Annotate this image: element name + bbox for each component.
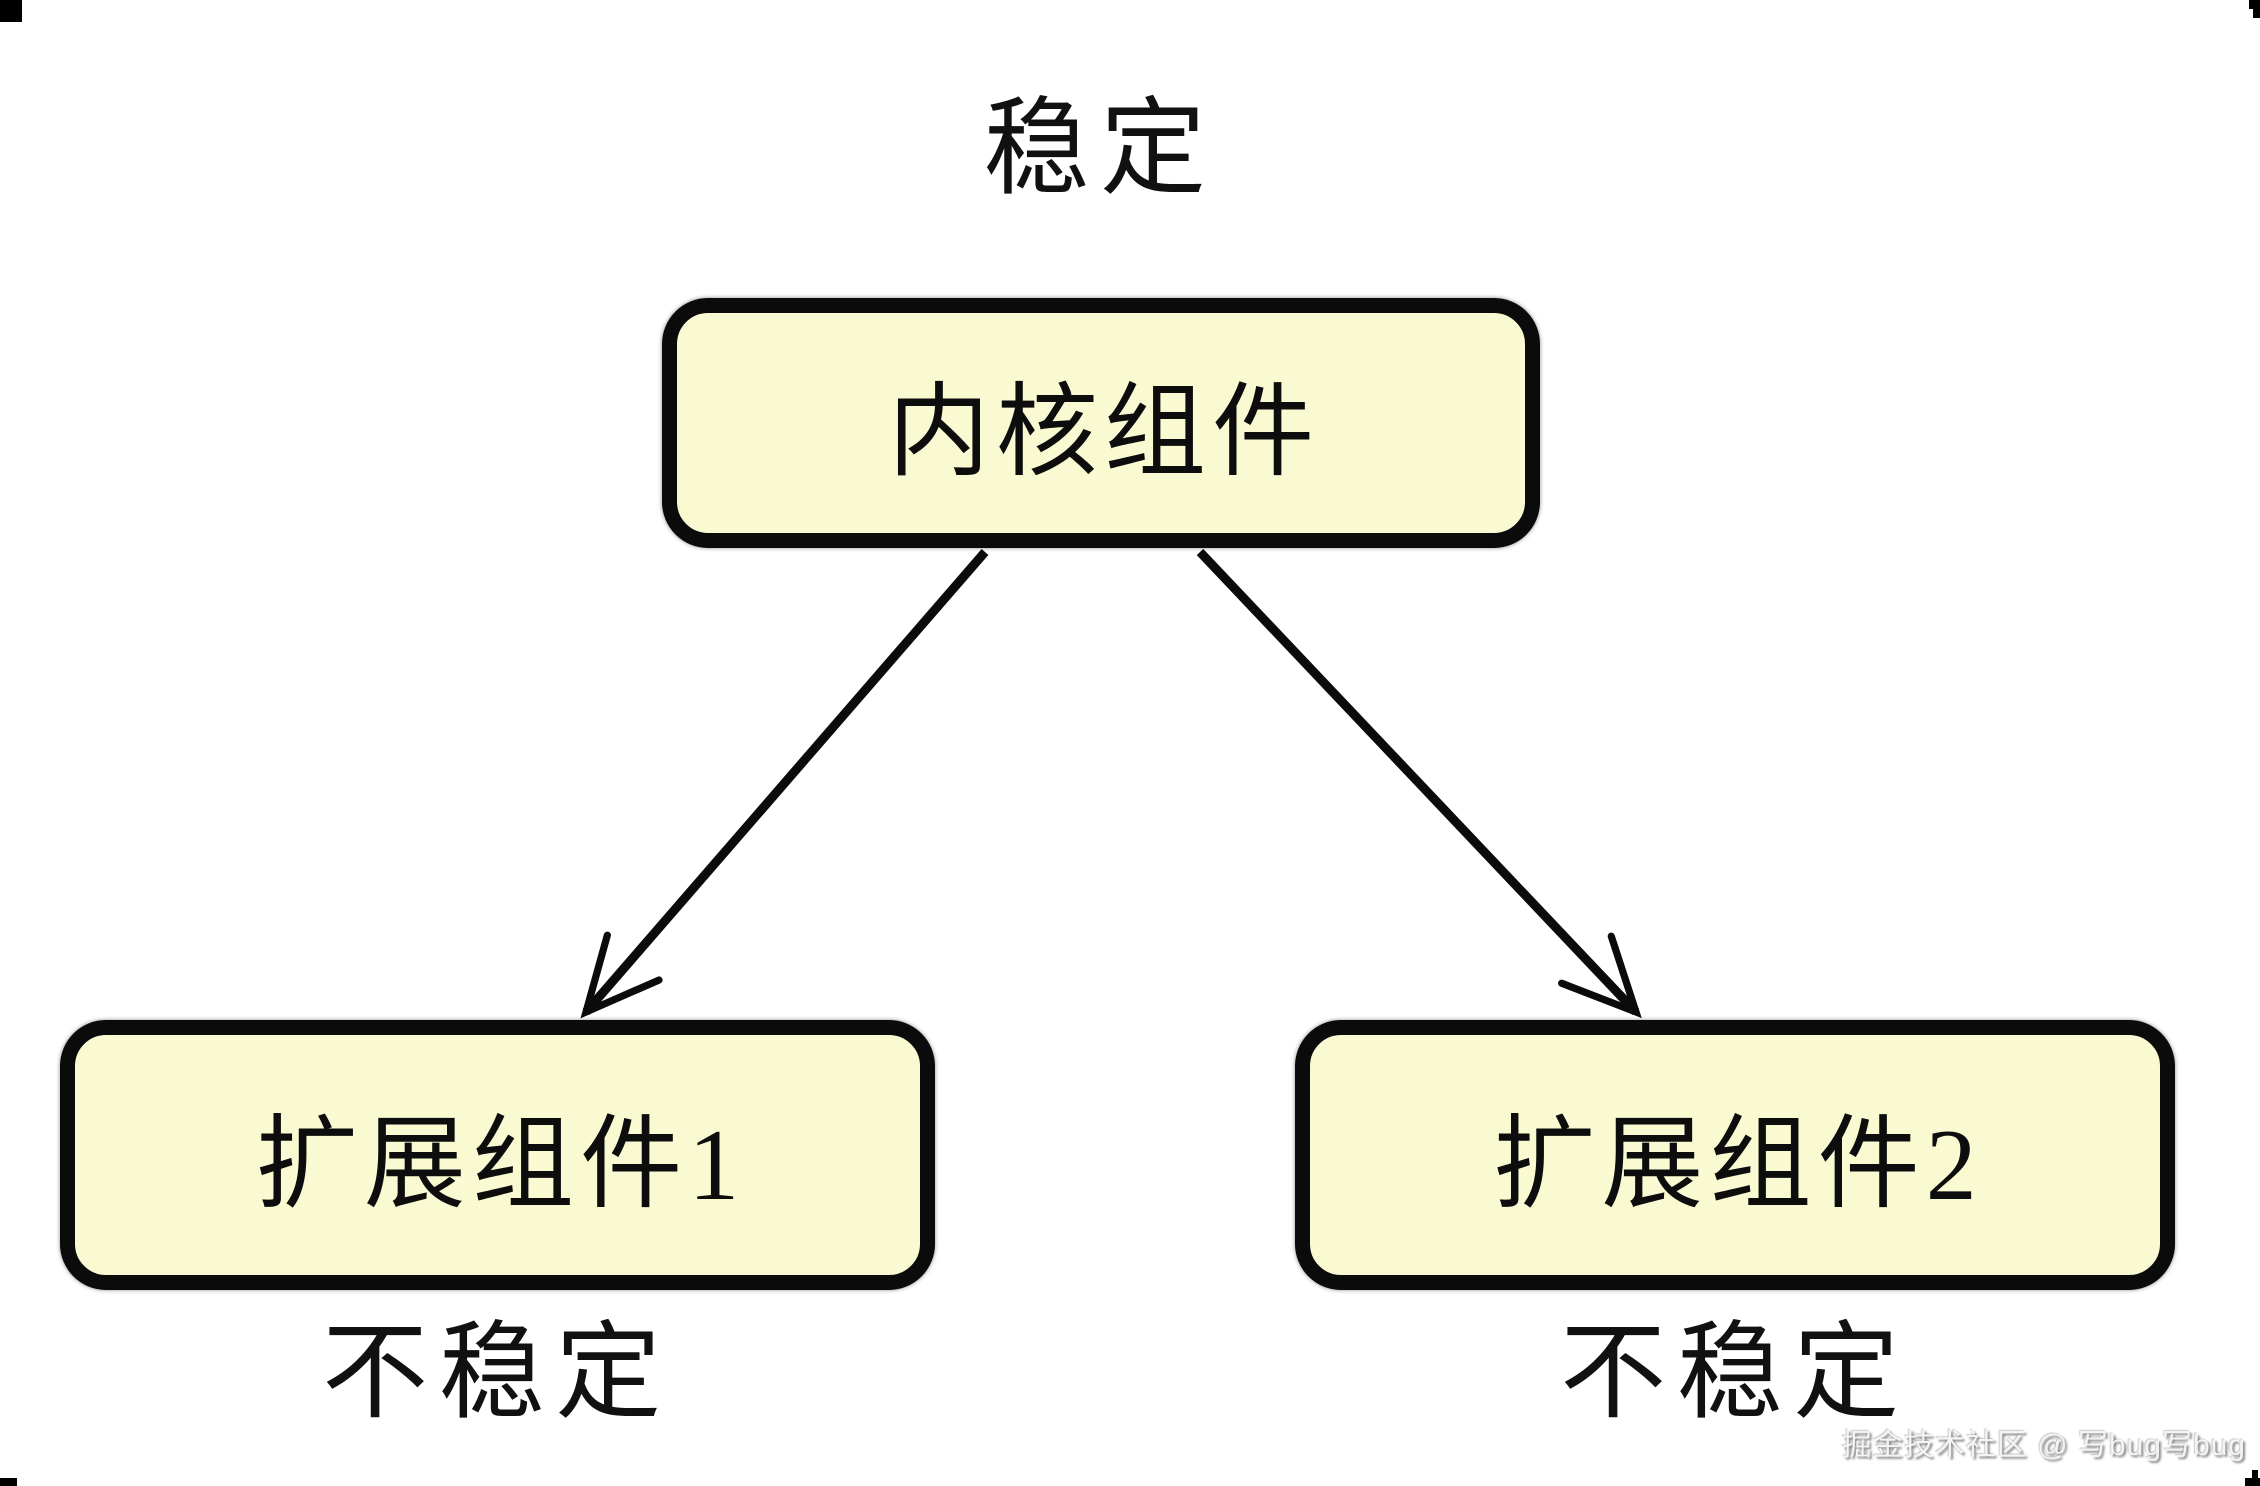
extension-component-1-node: 扩展组件1 (60, 1020, 935, 1290)
core-component-label: 内核组件 (887, 376, 1321, 490)
corner-mark-top-left (0, 0, 22, 22)
corner-mark-top-right-tail (2253, 9, 2260, 18)
extension-component-2-node: 扩展组件2 (1295, 1020, 2175, 1290)
corner-mark-bottom-right-base (2245, 1478, 2260, 1486)
unstable-caption-left: 不稳定 (322, 1315, 672, 1432)
dependency-arrow-left (580, 549, 989, 1019)
corner-mark-bottom-left (0, 1478, 17, 1486)
extension-component-2-label: 扩展组件2 (1493, 1108, 1983, 1222)
unstable-caption-right: 不稳定 (1560, 1315, 1910, 1432)
dependency-arrow-right (1196, 548, 1642, 1019)
stable-caption: 稳定 (983, 91, 1217, 208)
corner-mark-top-right (2249, 0, 2260, 9)
core-component-node: 内核组件 (662, 298, 1540, 548)
watermark: 掘金技术社区 @ 写bug写bug (1841, 1429, 2246, 1462)
extension-component-1-label: 扩展组件1 (255, 1108, 746, 1222)
